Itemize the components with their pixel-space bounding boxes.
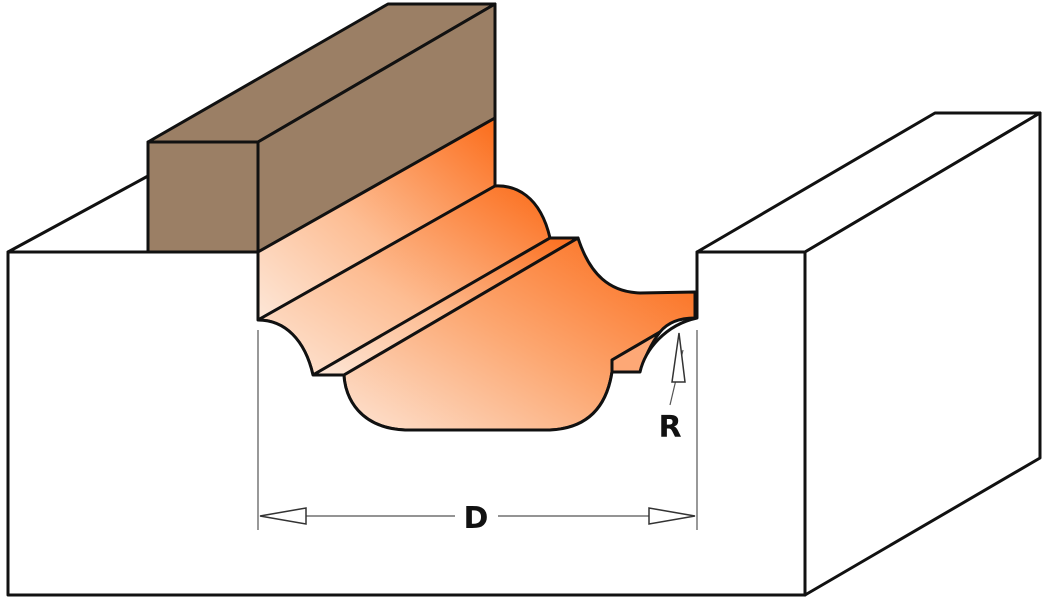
radius-arrow [671, 332, 686, 383]
workpiece-front-face [6, 250, 807, 597]
fence-front-face [146, 140, 260, 254]
radius-label-r: R [658, 410, 681, 445]
cut-profile-surface [256, 116, 697, 432]
wood-fence [146, 2, 497, 254]
left-workpiece-block [6, 174, 150, 254]
dimension-label-d: D [464, 501, 489, 536]
radius-indicator: R [658, 332, 686, 445]
width-dimension: D [257, 330, 698, 536]
left-block-top-face [6, 174, 150, 254]
dimension-arrow-left [259, 507, 307, 525]
dimension-arrow-right [648, 507, 696, 525]
